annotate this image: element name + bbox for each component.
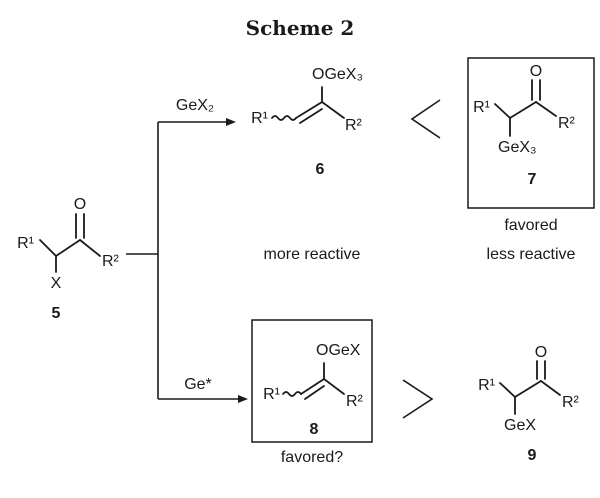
bond-7-r2 — [535, 101, 557, 117]
greater-than-symbol — [402, 379, 434, 419]
bond-6-wavy — [271, 115, 297, 121]
label-more-reactive: more reactive — [264, 246, 361, 263]
compound-8-r1: R¹ — [263, 386, 280, 403]
compound-8-group: OGeX — [316, 342, 361, 359]
reagent-lower: Ge* — [184, 376, 212, 393]
label-less-reactive: less reactive — [487, 246, 576, 263]
compound-6: OGeX₃ R¹ R² 6 — [251, 66, 363, 178]
compound-7-oxygen: O — [530, 63, 542, 80]
bond-7-r1 — [494, 103, 511, 119]
bond-6-cc-a — [295, 101, 323, 119]
compound-9-oxygen: O — [535, 344, 547, 361]
box-compound-7 — [467, 57, 595, 209]
bond-8-wavy — [282, 391, 302, 397]
compound-6-group: OGeX₃ — [312, 66, 363, 83]
scheme-title: Scheme 2 — [246, 16, 355, 40]
bond-5-r1 — [39, 239, 57, 257]
label-favored: favored — [504, 217, 557, 234]
arrow-lower-head — [238, 395, 248, 403]
reagent-upper: GeX₂ — [176, 97, 214, 114]
less-than-symbol — [410, 99, 441, 139]
bond-6-r2 — [321, 101, 345, 119]
bond-9-cc — [514, 380, 542, 398]
compound-7-number: 7 — [528, 171, 537, 188]
compound-5-oxygen: O — [74, 196, 86, 213]
box-compound-8 — [251, 319, 373, 443]
bond-5-r2 — [79, 239, 101, 257]
compound-5-r2: R² — [102, 253, 120, 270]
compound-9-number: 9 — [528, 447, 537, 464]
bond-8-cc-b — [304, 385, 325, 400]
arrow-upper-head — [226, 118, 236, 126]
compound-7-r2: R² — [558, 115, 576, 132]
compound-6-r1: R¹ — [251, 110, 268, 127]
compound-8: OGeX R¹ R² 8 — [263, 342, 363, 438]
compound-5-substituent: X — [51, 275, 62, 292]
compound-8-r2: R² — [346, 393, 364, 410]
label-favored-question: favored? — [281, 449, 343, 466]
compound-5-r1: R¹ — [17, 235, 34, 252]
compound-7-substituent: GeX₃ — [498, 139, 537, 156]
bond-6-cc-b — [299, 108, 323, 124]
branch-arrows — [126, 118, 248, 403]
compound-5: O R¹ R² X 5 — [17, 196, 119, 322]
compound-9-substituent: GeX — [504, 417, 536, 434]
compound-8-number: 8 — [310, 421, 319, 438]
compound-7: O R¹ R² GeX₃ 7 — [473, 63, 575, 188]
bond-8-r2 — [323, 378, 345, 395]
compound-5-number: 5 — [52, 305, 61, 322]
compound-6-r2: R² — [345, 117, 363, 134]
compound-9: O R¹ R² GeX 9 — [478, 344, 579, 464]
compound-7-r1: R¹ — [473, 99, 490, 116]
bond-9-r1 — [499, 382, 516, 398]
compound-9-r1: R¹ — [478, 377, 495, 394]
bond-7-cc — [509, 101, 537, 119]
compound-9-r2: R² — [562, 394, 580, 411]
bond-5-cc — [55, 239, 81, 257]
compound-6-number: 6 — [316, 161, 325, 178]
bond-9-r2 — [540, 380, 561, 396]
bond-8-cc-a — [300, 378, 325, 395]
